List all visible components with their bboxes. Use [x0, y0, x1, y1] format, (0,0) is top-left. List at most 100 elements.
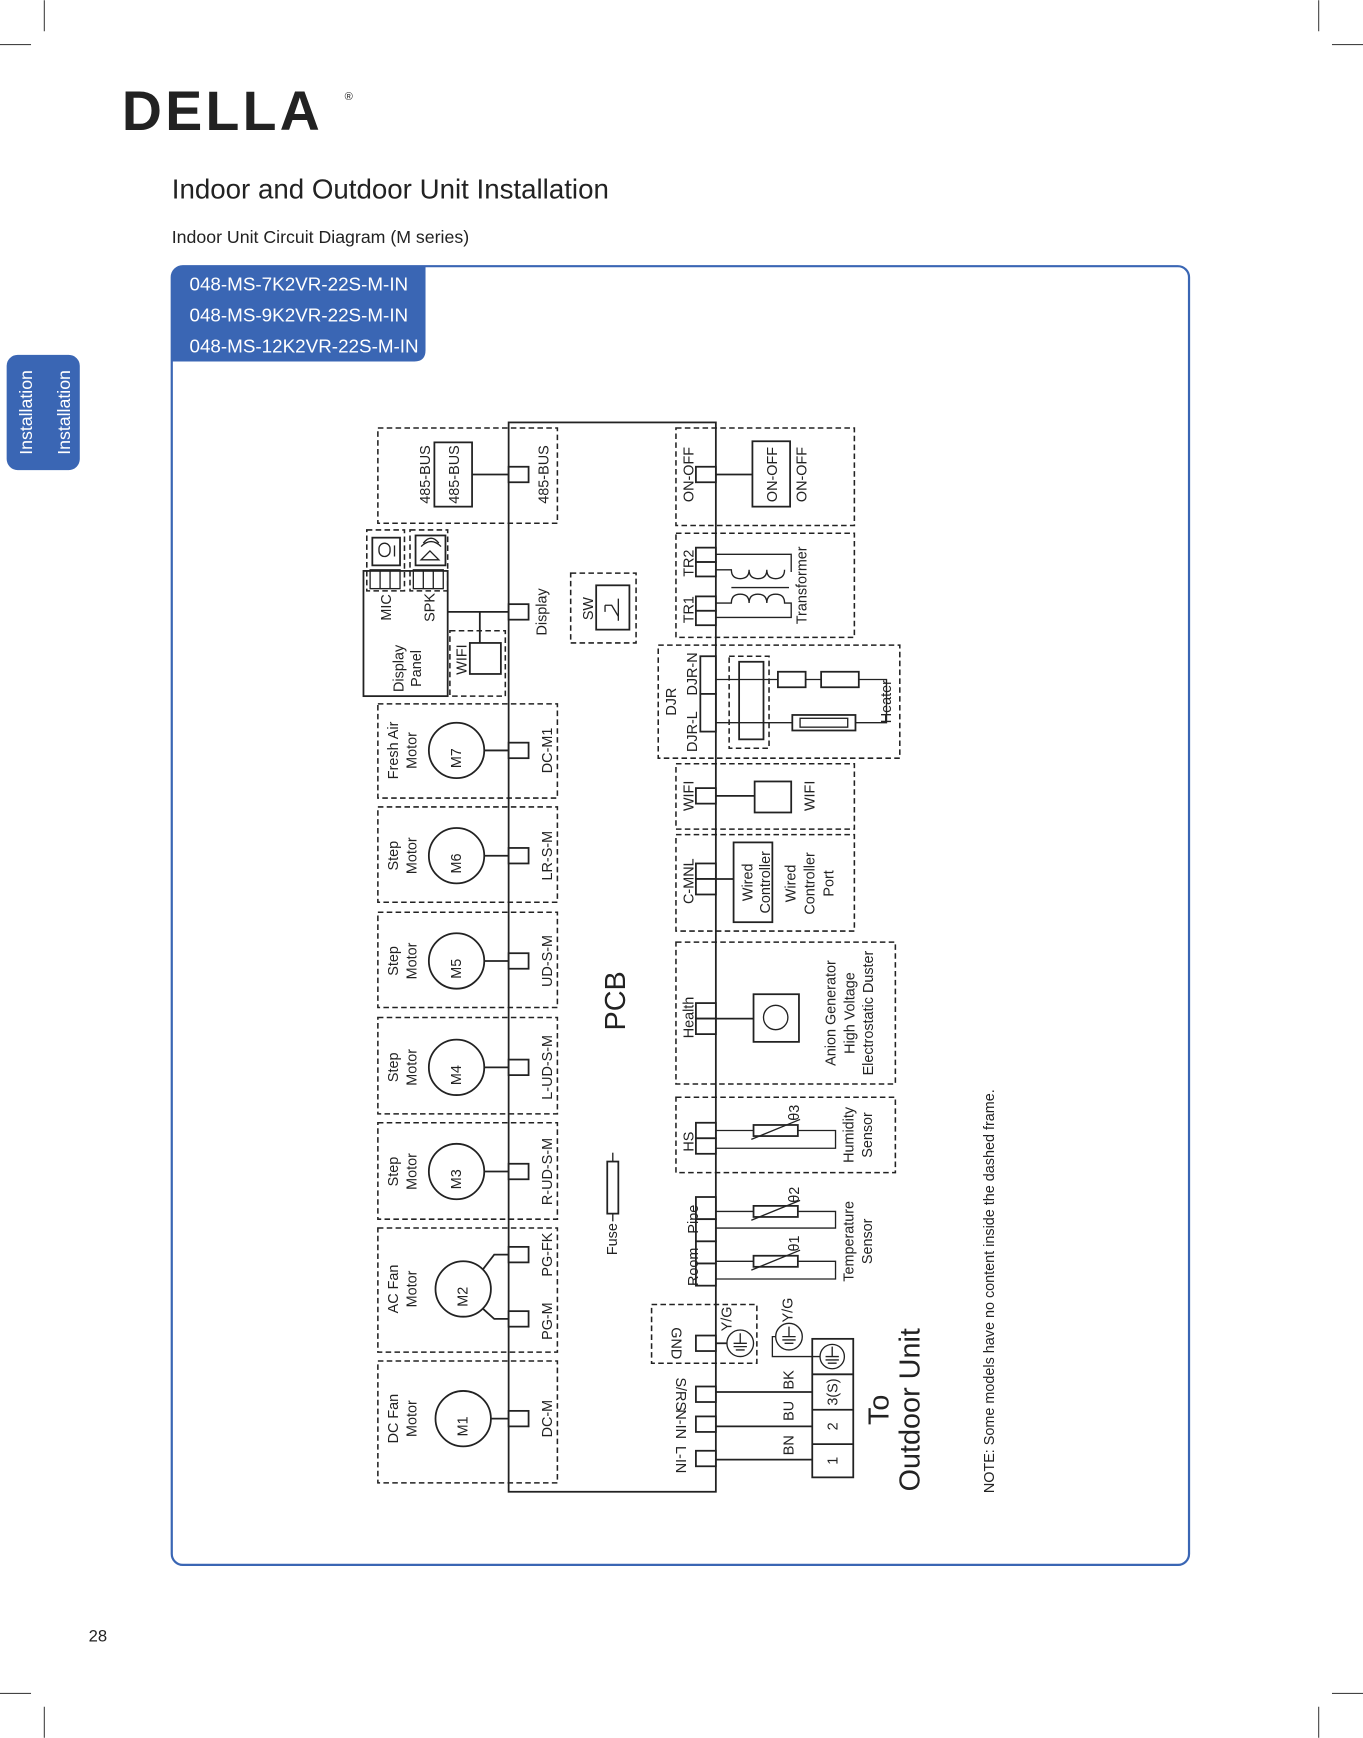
- bus-device: 485-BUS: [447, 445, 463, 503]
- bk-wire: BK: [781, 1370, 797, 1390]
- model-list: 048-MS-7K2VR-22S-M-IN 048-MS-9K2VR-22S-M…: [171, 266, 426, 362]
- gnd-port: GND: [668, 1327, 684, 1359]
- motor-id: M2: [456, 1287, 472, 1307]
- fuse-label: Fuse: [605, 1223, 621, 1255]
- on-off-port: ON-OFF: [682, 447, 698, 502]
- motor-port: DC-M1: [540, 728, 556, 774]
- side-tab-label: Installation: [54, 370, 74, 455]
- motor-label: Motor: [405, 1270, 421, 1307]
- motor-label: Motor: [405, 942, 421, 979]
- room-port: Room: [686, 1248, 702, 1286]
- motor-port: LR-S-M: [540, 831, 556, 881]
- terminal-label: 2: [826, 1422, 842, 1430]
- ground-icon: [771, 1322, 821, 1358]
- health-port: Health: [682, 997, 698, 1039]
- motor-label: AC Fan: [386, 1265, 402, 1314]
- ground-icon: [726, 1329, 755, 1358]
- page-number: 28: [89, 1626, 107, 1645]
- motor-id: M4: [449, 1065, 465, 1085]
- bn-wire: BN: [781, 1435, 797, 1455]
- wired-controller-device: Wired: [740, 864, 756, 902]
- ground-icon: [819, 1343, 846, 1370]
- page-subtitle: Indoor Unit Circuit Diagram (M series): [172, 227, 469, 247]
- page-title: Indoor and Outdoor Unit Installation: [172, 174, 609, 205]
- health-label: Electrostatic Duster: [861, 950, 877, 1075]
- mic-label: MIC: [379, 594, 395, 620]
- to-outdoor-label: To: [864, 1395, 896, 1425]
- bus-label: 485-BUS: [418, 445, 434, 503]
- wired-port: C-MNL: [682, 858, 698, 904]
- thermistor-icon: [715, 1249, 837, 1280]
- motor-label: Fresh Air: [386, 721, 402, 779]
- display-port-label: Display: [534, 588, 550, 636]
- ion-generator-icon: [752, 993, 800, 1043]
- motor-port: UD-S-M: [540, 935, 556, 987]
- model-name: 048-MS-7K2VR-22S-M-IN: [189, 274, 408, 295]
- spk-label: SPK: [422, 593, 438, 622]
- motor-label: Motor: [405, 1400, 421, 1437]
- temperature-label: Sensor: [860, 1218, 876, 1264]
- display-panel-label: Panel: [409, 650, 425, 687]
- motor-label: Step: [386, 946, 402, 976]
- terminal-label: 1: [826, 1457, 842, 1465]
- motor-id: M7: [449, 748, 465, 768]
- motor-label: Motor: [405, 837, 421, 874]
- djr-label: DJR: [664, 688, 680, 716]
- ac-fan-motor: AC Fan Motor M2 PG-FK PG-M: [377, 1227, 559, 1353]
- motor-label: Motor: [405, 1049, 421, 1086]
- hs-port: HS: [682, 1132, 698, 1152]
- mic-icon: [371, 536, 401, 567]
- wifi-port: WIFI: [682, 781, 698, 811]
- diagram-frame: [170, 265, 1191, 1567]
- step-motor-m5: Step Motor M5 UD-S-M: [377, 911, 559, 1009]
- srs-port: S/RS: [672, 1377, 688, 1411]
- theta3-label: θ3: [787, 1105, 803, 1121]
- wifi-label: WIFI: [802, 781, 818, 811]
- nin-port: N-IN: [672, 1409, 688, 1439]
- wired-controller-label: Port: [821, 870, 837, 896]
- diagram-note: NOTE: Some models have no content inside…: [982, 1089, 998, 1493]
- motor-label: Motor: [405, 1153, 421, 1190]
- to-outdoor-label: Outdoor Unit: [895, 1328, 927, 1491]
- motor-id: M3: [449, 1169, 465, 1189]
- step-motor-m6: Step Motor M6 LR-S-M: [377, 806, 559, 904]
- transformer-label: Transformer: [795, 546, 811, 624]
- transformer-icon: [715, 553, 792, 619]
- side-tab-label: Installation: [16, 370, 36, 455]
- bus-port: 485-BUS: [537, 445, 553, 503]
- motor-port: PG-M: [540, 1302, 556, 1340]
- motor-label: Step: [386, 841, 402, 871]
- motor-label: Motor: [405, 732, 421, 769]
- motor-id: M6: [449, 853, 465, 873]
- motor-label: DC Fan: [386, 1394, 402, 1444]
- humidity-label: Humidity: [841, 1106, 857, 1163]
- motor-port: R-UD-S-M: [540, 1138, 556, 1205]
- model-name: 048-MS-9K2VR-22S-M-IN: [189, 305, 408, 326]
- temperature-label: Temperature: [841, 1201, 857, 1282]
- wired-controller-label: Wired: [784, 865, 800, 903]
- yg-label: Y/G: [719, 1307, 735, 1332]
- thermistor-icon: [715, 1118, 837, 1149]
- display-panel-label: Display: [391, 644, 407, 692]
- wired-controller-label: Controller: [802, 852, 818, 915]
- bu-wire: BU: [781, 1401, 797, 1421]
- tr1-label: TR1: [682, 596, 698, 623]
- step-motor-m4: Step Motor M4 L-UD-S-M: [377, 1016, 559, 1115]
- on-off-label: ON-OFF: [795, 447, 811, 502]
- logo-registered-mark: ®: [345, 91, 353, 103]
- terminal-label: 3(S): [826, 1378, 842, 1405]
- side-tab[interactable]: Installation Installation: [6, 354, 80, 471]
- heater-icon: [715, 670, 888, 732]
- motor-id: M1: [456, 1416, 472, 1436]
- wired-controller-device: Controller: [758, 851, 774, 914]
- logo: DELLA: [122, 80, 323, 142]
- motor-port: L-UD-S-M: [540, 1035, 556, 1100]
- step-motor-m3: Step Motor M3 R-UD-S-M: [377, 1121, 559, 1220]
- motor-label: Step: [386, 1157, 402, 1187]
- health-label: High Voltage: [842, 972, 858, 1054]
- djr-n-label: DJR-N: [685, 652, 701, 695]
- panel-wifi-label: WIFI: [455, 644, 471, 674]
- djr-l-label: DJR-L: [685, 711, 701, 752]
